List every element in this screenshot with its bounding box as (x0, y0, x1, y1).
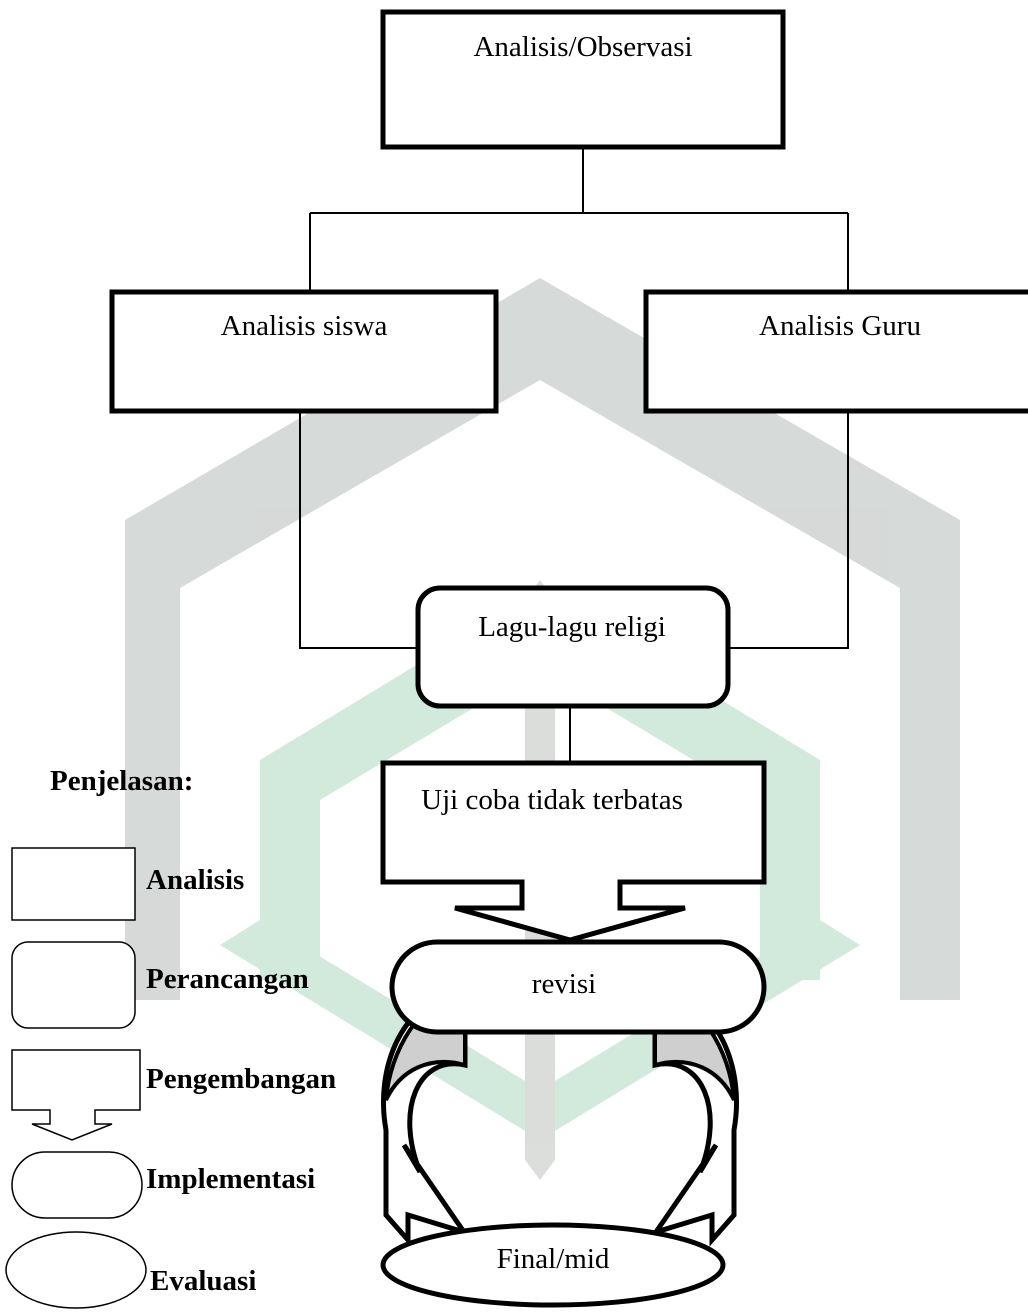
node-analisis-guru-label: Analisis Guru (759, 310, 921, 342)
node-analisis-siswa-label: Analisis siswa (221, 310, 388, 342)
node-uji-coba: Uji coba tidak terbatas (380, 760, 767, 943)
connectors (299, 147, 849, 763)
legend-title: Penjelasan: (50, 765, 193, 797)
legend-item-perancangan: Perancangan (11, 941, 309, 1029)
legend-label-perancangan: Perancangan (146, 963, 309, 995)
legend-item-implementasi: Implementasi (11, 1151, 315, 1219)
legend-item-analisis: Analisis (11, 847, 244, 921)
node-revisi-label: revisi (532, 968, 596, 1000)
legend-label-pengembangan: Pengembangan (146, 1063, 336, 1095)
node-final-label: Final/mid (497, 1243, 610, 1275)
node-observasi-label: Analisis/Observasi (473, 31, 692, 63)
legend-label-implementasi: Implementasi (146, 1163, 315, 1195)
legend-item-pengembangan: Pengembangan (11, 1049, 336, 1141)
node-lagu-religi-label: Lagu-lagu religi (478, 611, 666, 643)
node-final: Final/mid (380, 1222, 726, 1308)
node-uji-coba-label: Uji coba tidak terbatas (421, 784, 683, 816)
watermark-outer-hexagon (125, 278, 960, 1000)
legend-item-evaluasi: Evaluasi (5, 1231, 256, 1309)
node-revisi: revisi (389, 939, 767, 1035)
legend-label-evaluasi: Evaluasi (150, 1265, 256, 1297)
legend-label-analisis: Analisis (146, 864, 244, 896)
node-analisis-guru: Analisis Guru (643, 289, 1028, 414)
node-observasi: Analisis/Observasi (380, 9, 786, 150)
node-analisis-siswa: Analisis siswa (109, 289, 499, 414)
legend: Penjelasan: Analisis Perancangan Pengemb… (5, 765, 336, 1309)
node-lagu-religi: Lagu-lagu religi (415, 585, 731, 709)
